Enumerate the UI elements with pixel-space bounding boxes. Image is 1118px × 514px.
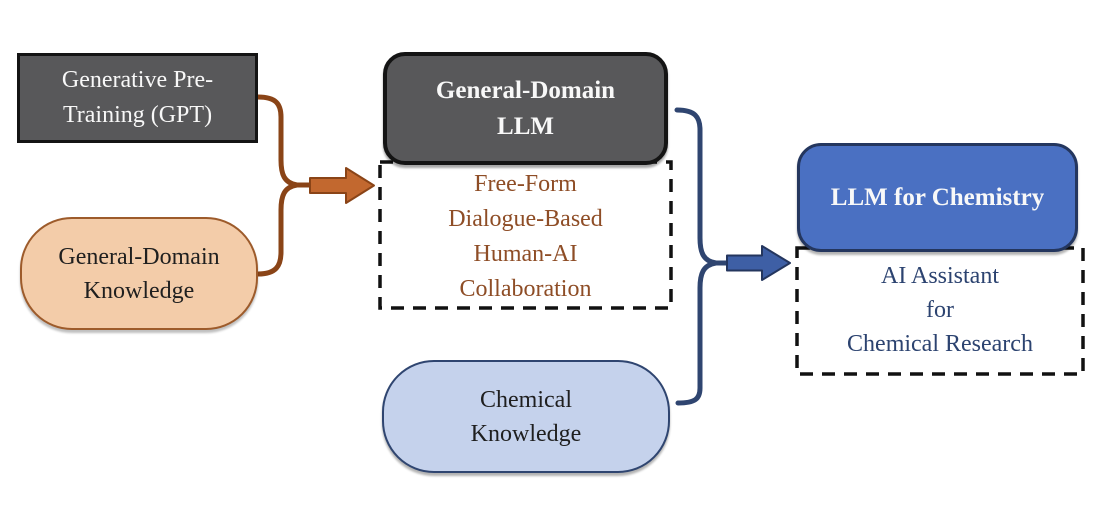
- blue-brace-icon: [674, 107, 717, 406]
- collaboration-note-line: Free-Form: [474, 170, 577, 197]
- llm-for-chemistry-box: LLM for Chemistry: [797, 143, 1078, 252]
- ai-assistant-note-line: Chemical Research: [847, 331, 1033, 357]
- blue-arrow-icon: [726, 245, 791, 281]
- general-knowledge-line: Knowledge: [83, 277, 195, 304]
- ai-assistant-note-line: for: [926, 297, 954, 323]
- collaboration-note: Free-Form Dialogue-Based Human-AI Collab…: [383, 167, 668, 306]
- brown-brace-icon: [255, 94, 298, 277]
- ai-assistant-note-line: AI Assistant: [880, 263, 999, 289]
- general-domain-llm-line: General-Domain: [435, 76, 616, 104]
- chemical-knowledge-box: Chemical Knowledge: [382, 360, 670, 473]
- general-domain-llm-line: LLM: [497, 112, 554, 140]
- llm-for-chemistry-label: LLM for Chemistry: [830, 183, 1045, 211]
- gpt-box-line: Training (GPT): [62, 102, 213, 128]
- gpt-box-line: Generative Pre-: [61, 67, 214, 93]
- chemical-knowledge-line: Knowledge: [470, 420, 582, 447]
- gpt-box: Generative Pre- Training (GPT): [17, 53, 258, 143]
- collaboration-note-line: Collaboration: [459, 275, 592, 302]
- ai-assistant-note: AI Assistant for Chemical Research: [797, 252, 1083, 368]
- orange-arrow-icon: [309, 167, 375, 204]
- collaboration-note-line: Dialogue-Based: [448, 205, 603, 232]
- general-knowledge-line: General-Domain: [58, 243, 220, 270]
- chemical-knowledge-line: Chemical: [480, 386, 572, 413]
- general-domain-llm-box: General-Domain LLM: [383, 52, 668, 165]
- general-knowledge-box: General-Domain Knowledge: [20, 217, 258, 330]
- collaboration-note-line: Human-AI: [473, 240, 578, 267]
